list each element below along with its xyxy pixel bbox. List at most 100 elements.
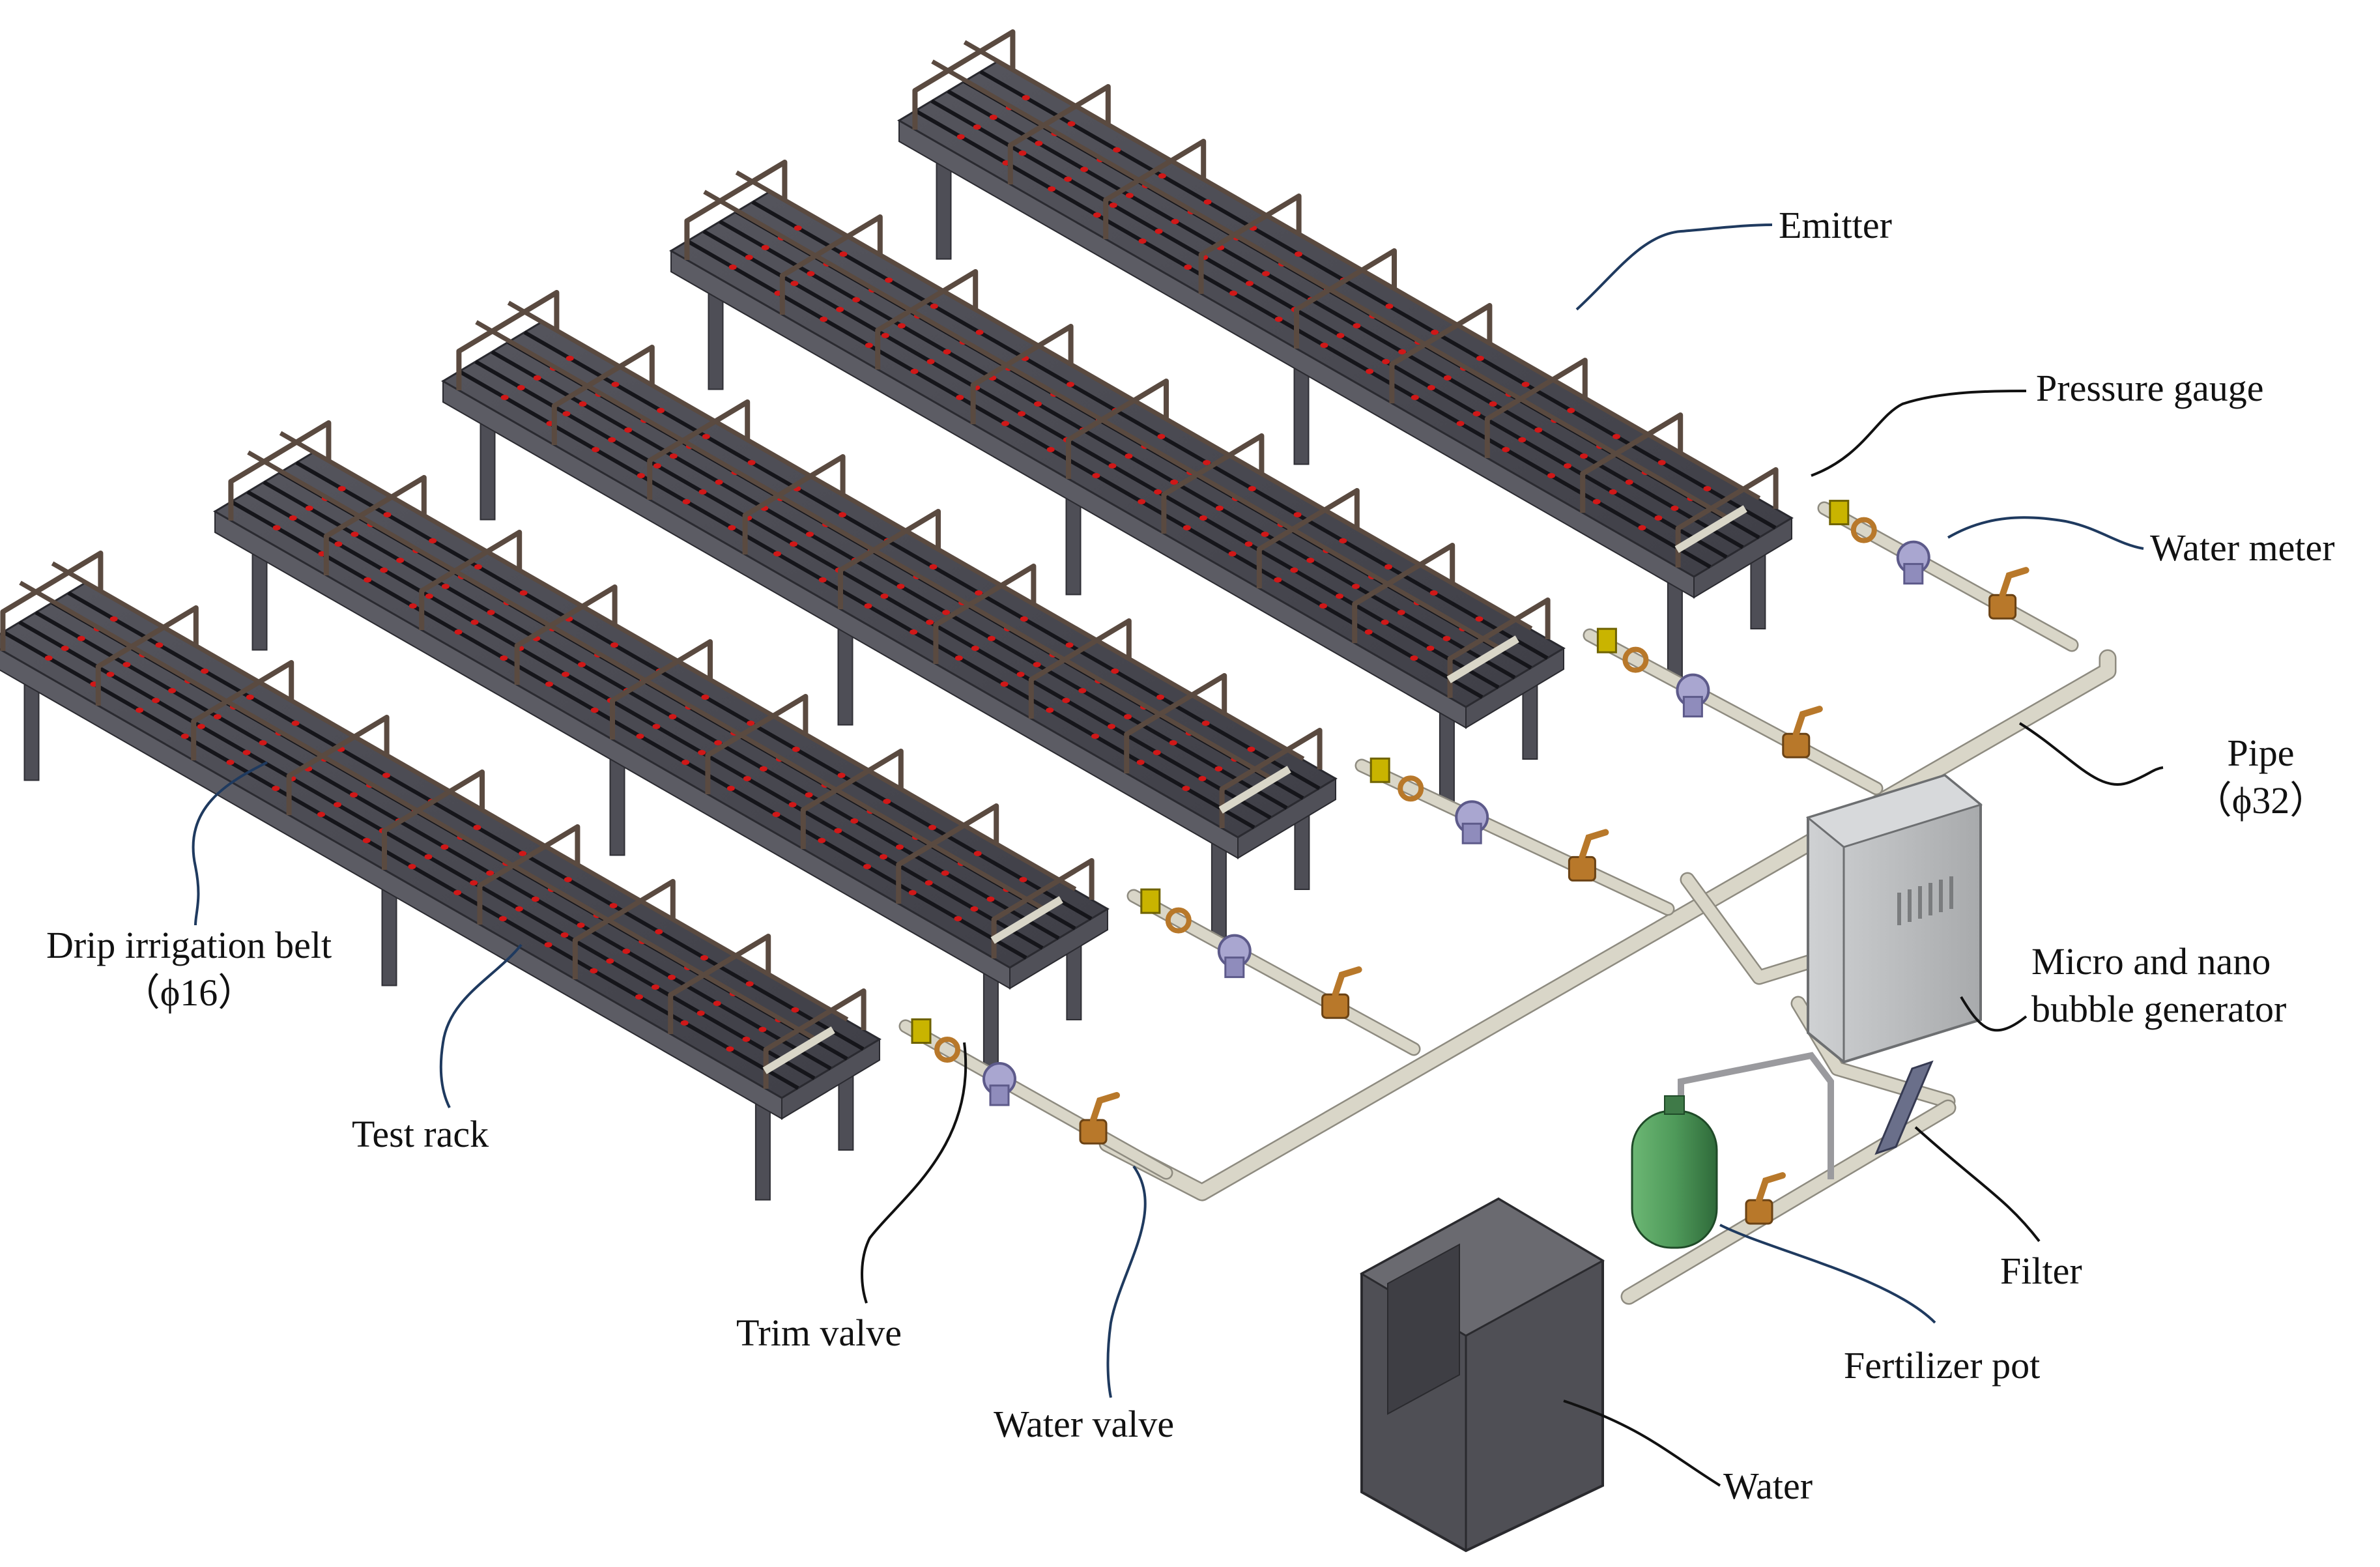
emitter xyxy=(474,564,482,569)
emitter xyxy=(1020,616,1028,622)
emitter xyxy=(897,323,906,328)
emitter xyxy=(1033,662,1041,667)
emitter xyxy=(152,698,160,703)
emitter xyxy=(622,949,631,954)
test-racks xyxy=(0,29,1794,1201)
emitter xyxy=(1364,629,1373,635)
label-drip-line2: （ϕ16） xyxy=(122,971,256,1014)
emitter xyxy=(592,447,600,452)
equipment xyxy=(911,500,2029,1553)
rack-leg xyxy=(936,160,952,260)
emitter xyxy=(44,655,53,661)
leader-water-meter xyxy=(1947,516,2144,550)
emitter xyxy=(1654,515,1663,521)
emitter xyxy=(1336,333,1345,338)
emitter xyxy=(1580,453,1588,459)
water-meter-body xyxy=(1682,696,1703,718)
rack-rail-arch xyxy=(477,824,581,925)
branch-pipe-2 xyxy=(1584,630,1882,794)
emitter xyxy=(910,629,918,635)
emitter xyxy=(242,750,251,755)
rack-leg xyxy=(837,626,853,726)
emitter xyxy=(956,395,964,400)
trim-valve xyxy=(1850,517,1877,543)
label-micro-nano-bubble-generator: Micro and nano bubble generator xyxy=(2031,938,2286,1033)
emitter xyxy=(424,854,433,859)
emitter xyxy=(1247,747,1255,752)
drip-irrigation-belt xyxy=(246,490,1044,950)
water-valve xyxy=(1321,993,1350,1019)
emitter xyxy=(680,1020,689,1026)
pressure-gauge xyxy=(911,1018,932,1044)
emitter xyxy=(926,620,934,625)
emitter xyxy=(1353,323,1361,328)
emitter xyxy=(1080,167,1089,172)
emitter xyxy=(1091,734,1099,739)
label-mnb-line1: Micro and nano xyxy=(2031,940,2271,983)
rack-rail-arch xyxy=(572,879,676,979)
emitter xyxy=(728,525,736,530)
label-test-rack: Test rack xyxy=(352,1113,489,1155)
label-water: Water xyxy=(1723,1465,1813,1507)
emitter xyxy=(1567,408,1575,413)
pressure-gauge xyxy=(1140,888,1161,914)
emitter xyxy=(1670,506,1679,511)
emitter xyxy=(1138,238,1147,244)
emitter xyxy=(1018,411,1025,416)
drip-irrigation-belt xyxy=(491,350,1288,810)
emitter xyxy=(954,916,962,921)
emitter xyxy=(1410,655,1418,661)
rack-rail-arch xyxy=(1028,618,1132,719)
emitter xyxy=(351,532,359,537)
valve-handle xyxy=(1332,966,1362,998)
emitter xyxy=(1564,463,1571,468)
emitter xyxy=(728,265,737,270)
pressure-gauge xyxy=(1369,757,1390,783)
emitter xyxy=(544,942,552,947)
emitter xyxy=(1078,688,1087,693)
emitter xyxy=(636,734,644,739)
rack-rail-arch xyxy=(779,214,883,315)
emitter xyxy=(606,958,614,964)
emitter xyxy=(1108,463,1117,468)
pressure-gauge xyxy=(1596,627,1617,654)
water-valve xyxy=(1568,855,1596,882)
emitter xyxy=(863,864,871,869)
emitter xyxy=(77,636,85,641)
water-meter-body xyxy=(1224,956,1245,979)
emitter xyxy=(500,655,508,661)
water-tank xyxy=(1359,1197,1605,1553)
valve-handle xyxy=(1999,567,2029,599)
emitter xyxy=(1125,193,1134,198)
emitter xyxy=(350,792,358,798)
emitter xyxy=(726,1046,734,1052)
rack-rail-arch xyxy=(514,584,618,685)
emitter xyxy=(850,818,859,824)
branch-pipe-3 xyxy=(1356,760,1673,914)
label-filter: Filter xyxy=(2000,1250,2082,1292)
emitter xyxy=(1154,489,1162,495)
emitter xyxy=(1228,551,1237,556)
emitter xyxy=(1384,564,1392,569)
label-water-meter: Water meter xyxy=(2150,526,2335,569)
emitter xyxy=(317,812,325,817)
emitter xyxy=(136,708,144,713)
emitter xyxy=(1171,219,1179,224)
rack-leg xyxy=(381,887,397,986)
rack-manifold xyxy=(762,1026,835,1074)
emitter xyxy=(1018,151,1027,156)
emitter xyxy=(1199,515,1207,521)
emitter xyxy=(1046,447,1055,452)
emitter xyxy=(788,802,797,807)
emitter xyxy=(1592,499,1601,504)
rack-rail-arch xyxy=(684,160,788,260)
emitter xyxy=(408,864,416,869)
emitter xyxy=(1157,434,1166,439)
emitter xyxy=(441,584,450,589)
drip-irrigation-belt xyxy=(930,99,1728,559)
emitter xyxy=(396,558,405,563)
emitter xyxy=(180,734,189,739)
emitter xyxy=(380,568,388,573)
emitter xyxy=(759,766,767,771)
